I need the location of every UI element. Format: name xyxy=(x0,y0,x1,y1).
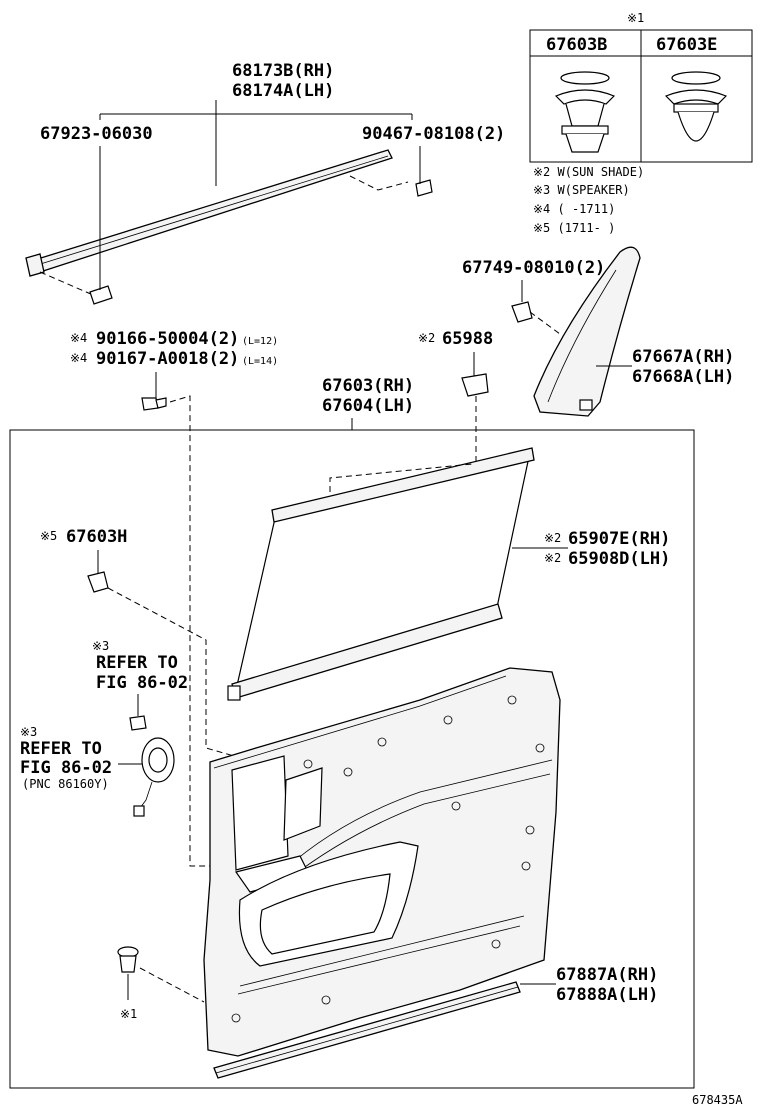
label-screw-90167: 90167-A0018(2) xyxy=(96,349,239,369)
label-weather-lh: 67888A(LH) xyxy=(556,985,658,1005)
label-ref2-line1: REFER TO xyxy=(20,739,102,759)
label-clip-bottom-mark: ※1 xyxy=(120,1007,137,1021)
speaker-screw xyxy=(129,715,147,731)
label-ref2-mark: ※3 xyxy=(20,725,37,739)
panel-assembly-frame xyxy=(9,429,695,1089)
label-garnish-lh: 67668A(LH) xyxy=(632,367,734,387)
screw-90467-08108 xyxy=(415,179,433,197)
table-col2-header: 67603E xyxy=(656,35,717,55)
note-from-1711: ※5 (1711- ) xyxy=(533,221,615,235)
note-speaker: ※3 W(SPEAKER) xyxy=(533,183,630,197)
note-sun-shade: ※2 W(SUN SHADE) xyxy=(533,165,644,179)
clip-table: ※1 67603B 67603E xyxy=(529,11,753,163)
door-handle-pocket xyxy=(231,755,289,871)
label-screw-90167-length: (L=14) xyxy=(242,356,278,367)
label-ref1-line2: FIG 86-02 xyxy=(96,673,188,693)
label-shade-mark-2: ※2 xyxy=(544,551,561,565)
clip-67603h-drawing xyxy=(87,571,109,593)
label-panel-rh: 67603(RH) xyxy=(322,376,414,396)
pillar-garnish xyxy=(511,246,641,417)
label-screw-90166: 90166-50004(2) xyxy=(96,329,239,349)
speaker-drawing xyxy=(133,737,175,817)
notes: ※2 W(SUN SHADE) ※3 W(SPEAKER) ※4 ( -1711… xyxy=(533,165,644,235)
label-hook-65988: 65988 xyxy=(442,329,493,349)
label-screw-90467: 90467-08108(2) xyxy=(362,124,505,144)
label-clip-h-mark: ※5 xyxy=(40,529,57,543)
label-screw-90166-length: (L=12) xyxy=(242,336,278,347)
label-shade-mark-1: ※2 xyxy=(544,531,561,545)
label-molding-rh: 68173B(RH) xyxy=(232,61,334,81)
label-screw-b-mark: ※4 xyxy=(70,331,87,345)
clip-bottom-drawing xyxy=(117,946,139,973)
table-col1-header: 67603B xyxy=(546,35,607,55)
label-panel-lh: 67604(LH) xyxy=(322,396,414,416)
table-note-mark: ※1 xyxy=(627,11,644,25)
label-shade-lh: 65908D(LH) xyxy=(568,549,670,569)
hook-65988-drawing xyxy=(461,373,489,397)
label-weather-rh: 67887A(RH) xyxy=(556,965,658,985)
clip-67603b-drawing xyxy=(554,71,616,153)
clip-67923-06030 xyxy=(89,285,113,305)
clip-67603e-drawing xyxy=(664,71,728,142)
label-clip-67923: 67923-06030 xyxy=(40,124,153,144)
clip-67749-08010 xyxy=(511,301,533,323)
screw-90166-drawing xyxy=(141,397,167,411)
note-until-1711: ※4 ( -1711) xyxy=(533,202,615,216)
weatherstrip xyxy=(213,981,521,1079)
label-molding-lh: 68174A(LH) xyxy=(232,81,334,101)
label-ref1-line1: REFER TO xyxy=(96,653,178,673)
label-screw-c-mark: ※4 xyxy=(70,351,87,365)
label-ref2-line2: FIG 86-02 xyxy=(20,758,112,778)
door-trim-panel xyxy=(203,667,561,1057)
label-hook-mark: ※2 xyxy=(418,331,435,345)
label-clip-67603h: 67603H xyxy=(66,527,127,547)
garnish-body xyxy=(533,246,641,417)
label-clip-67749: 67749-08010(2) xyxy=(462,258,605,278)
belt-molding xyxy=(25,149,433,305)
door-handle-opening xyxy=(283,767,323,841)
label-shade-rh: 65907E(RH) xyxy=(568,529,670,549)
label-ref1-mark: ※3 xyxy=(92,639,109,653)
label-ref2-pnc: (PNC 86160Y) xyxy=(22,777,109,791)
diagram-id: 678435A xyxy=(692,1093,743,1107)
label-garnish-rh: 67667A(RH) xyxy=(632,347,734,367)
sun-shade xyxy=(227,447,535,701)
